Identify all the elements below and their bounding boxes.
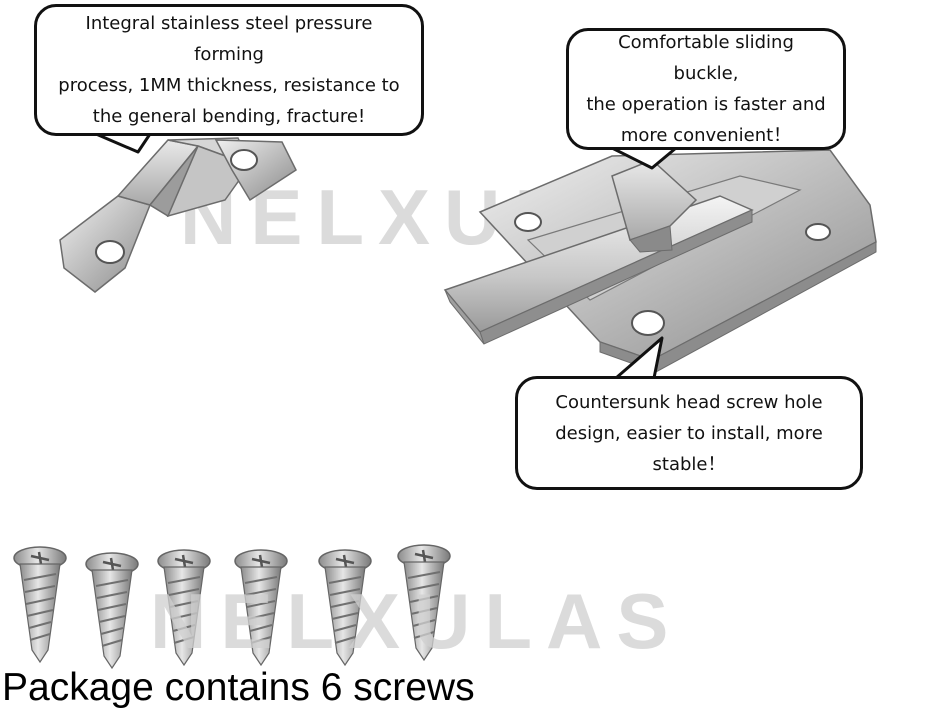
sliding-bolt-latch bbox=[443, 149, 877, 373]
callout-text: Comfortable sliding buckle, the operatio… bbox=[586, 32, 826, 146]
screw bbox=[234, 549, 288, 667]
callout-text: Integral stainless steel pressure formin… bbox=[58, 13, 400, 127]
screw bbox=[85, 552, 139, 670]
package-caption: Package contains 6 screws bbox=[2, 666, 475, 709]
screw bbox=[157, 549, 211, 667]
keeper-bracket bbox=[59, 137, 297, 293]
callout-tail-3 bbox=[615, 336, 664, 380]
screw bbox=[13, 546, 67, 664]
screw-set bbox=[13, 544, 451, 670]
screw bbox=[397, 544, 451, 662]
callout-sliding-buckle: Comfortable sliding buckle, the operatio… bbox=[566, 28, 846, 150]
callout-tail-1 bbox=[95, 132, 152, 154]
callout-countersunk-hole: Countersunk head screw hole design, easi… bbox=[515, 376, 863, 490]
screw bbox=[318, 549, 372, 667]
callout-text: Countersunk head screw hole design, easi… bbox=[555, 391, 823, 475]
callout-stainless-steel: Integral stainless steel pressure formin… bbox=[34, 4, 424, 136]
callout-tail-2 bbox=[611, 146, 677, 170]
